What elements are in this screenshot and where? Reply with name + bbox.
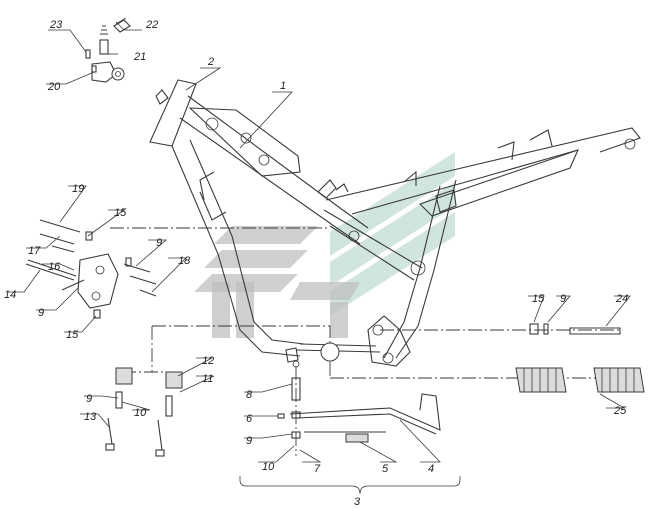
callout-19: 19 bbox=[72, 183, 84, 195]
frame bbox=[149, 79, 641, 367]
callout-9-bracket: 9 bbox=[38, 307, 44, 319]
damper-group bbox=[105, 367, 183, 457]
callout-7: 7 bbox=[314, 463, 321, 475]
callout-10-damper: 10 bbox=[134, 407, 147, 419]
watermark-logo bbox=[194, 152, 455, 338]
callout-16: 16 bbox=[48, 261, 61, 273]
callout-17: 17 bbox=[28, 245, 41, 257]
callout-20: 20 bbox=[47, 81, 61, 93]
side-stand-group bbox=[239, 360, 461, 495]
callout-3: 3 bbox=[354, 496, 361, 508]
footrest-group bbox=[515, 323, 645, 393]
engine-bracket-group bbox=[25, 219, 157, 319]
callout-18: 18 bbox=[178, 255, 191, 267]
callout-4: 4 bbox=[428, 463, 434, 475]
callout-10-stand: 10 bbox=[262, 461, 275, 473]
callout-21: 21 bbox=[133, 51, 146, 63]
callout-23: 23 bbox=[49, 19, 63, 31]
callout-15-bottom: 15 bbox=[66, 329, 79, 341]
callout-5: 5 bbox=[382, 463, 389, 475]
steering-lock-parts bbox=[85, 17, 131, 83]
callout-13: 13 bbox=[84, 411, 97, 423]
leader-lines bbox=[8, 21, 631, 463]
callout-25: 25 bbox=[613, 405, 627, 417]
callout-9-damper: 9 bbox=[86, 393, 92, 405]
callout-15-top: 15 bbox=[114, 207, 127, 219]
callout-9-bolt: 9 bbox=[156, 237, 162, 249]
callout-9-footrest: 9 bbox=[560, 293, 566, 305]
callout-14: 14 bbox=[4, 289, 16, 301]
callout-15-footrest: 15 bbox=[532, 293, 545, 305]
callout-11: 11 bbox=[202, 373, 213, 385]
callout-24: 24 bbox=[615, 293, 628, 305]
callout-2: 2 bbox=[207, 56, 214, 68]
callout-labels: 1 2 3 4 5 6 7 8 9 9 9 9 9 10 10 11 12 13… bbox=[4, 19, 628, 508]
callout-1: 1 bbox=[280, 80, 286, 92]
callout-8: 8 bbox=[246, 389, 253, 401]
callout-9-stand: 9 bbox=[246, 435, 252, 447]
callout-6: 6 bbox=[246, 413, 253, 425]
callout-12: 12 bbox=[202, 355, 214, 367]
callout-22: 22 bbox=[145, 19, 158, 31]
